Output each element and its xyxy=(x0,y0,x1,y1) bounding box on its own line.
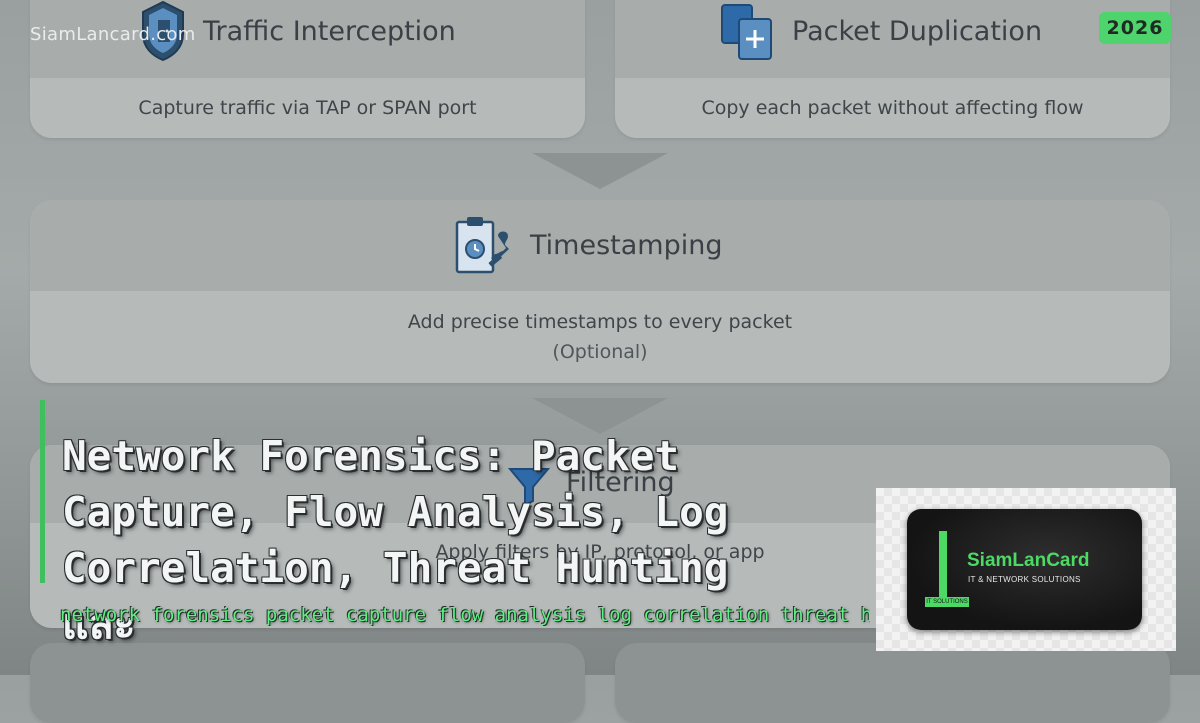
brand-logo-panel: IT SOLUTIONS SiamLanCard IT & NETWORK SO… xyxy=(876,488,1176,651)
logo-tag: IT SOLUTIONS xyxy=(925,597,969,607)
flow-arrow xyxy=(532,398,668,434)
step-card-header xyxy=(30,200,1170,291)
shield-door-icon xyxy=(142,0,184,62)
step-card-traffic-interception: Capture traffic via TAP or SPAN port Tra… xyxy=(30,0,585,138)
step-title: Filtering xyxy=(566,467,675,498)
step-title: Packet Duplication xyxy=(792,16,1043,47)
logo-tagline: IT & NETWORK SOLUTIONS xyxy=(968,575,1081,584)
step-description: Copy each packet without affecting flow xyxy=(701,97,1084,119)
flow-arrow xyxy=(532,153,668,189)
brand-logo-card: IT SOLUTIONS SiamLanCard IT & NETWORK SO… xyxy=(907,509,1142,630)
step-description: Capture traffic via TAP or SPAN port xyxy=(138,97,477,119)
clipboard-stamp-icon xyxy=(455,217,509,274)
year-badge: 2026 xyxy=(1099,12,1171,44)
logo-name: SiamLanCard xyxy=(967,550,1090,571)
step-title: Timestamping xyxy=(530,230,723,261)
step-title: Traffic Interception xyxy=(203,16,456,47)
step-card-timestamping: Add precise timestamps to every packet (… xyxy=(30,200,1170,383)
step-card-partial-left xyxy=(30,643,585,723)
step-card-header xyxy=(30,0,585,78)
step-card-partial-right xyxy=(615,643,1170,723)
site-watermark: SiamLancard.com xyxy=(30,24,196,45)
article-keywords: network forensics packet capture flow an… xyxy=(60,604,870,626)
step-card-header xyxy=(615,0,1170,78)
step-card-body: Capture traffic via TAP or SPAN port xyxy=(30,78,585,138)
step-description: Apply filters by IP, protocol, or app xyxy=(435,541,765,563)
step-card-body: Add precise timestamps to every packet (… xyxy=(30,291,1170,383)
step-card-packet-duplication: Copy each packet without affecting flow … xyxy=(615,0,1170,138)
logo-green-bar xyxy=(939,531,947,603)
article-headline: Network Forensics: Packet Capture, Flow … xyxy=(62,432,729,648)
funnel-icon xyxy=(508,468,550,507)
step-card-body: Copy each packet without affecting flow xyxy=(615,78,1170,138)
headline-accent-bar xyxy=(40,400,45,583)
step-note: (Optional) xyxy=(552,341,648,363)
step-description: Add precise timestamps to every packet xyxy=(407,311,793,333)
duplicate-pages-icon xyxy=(721,4,772,60)
